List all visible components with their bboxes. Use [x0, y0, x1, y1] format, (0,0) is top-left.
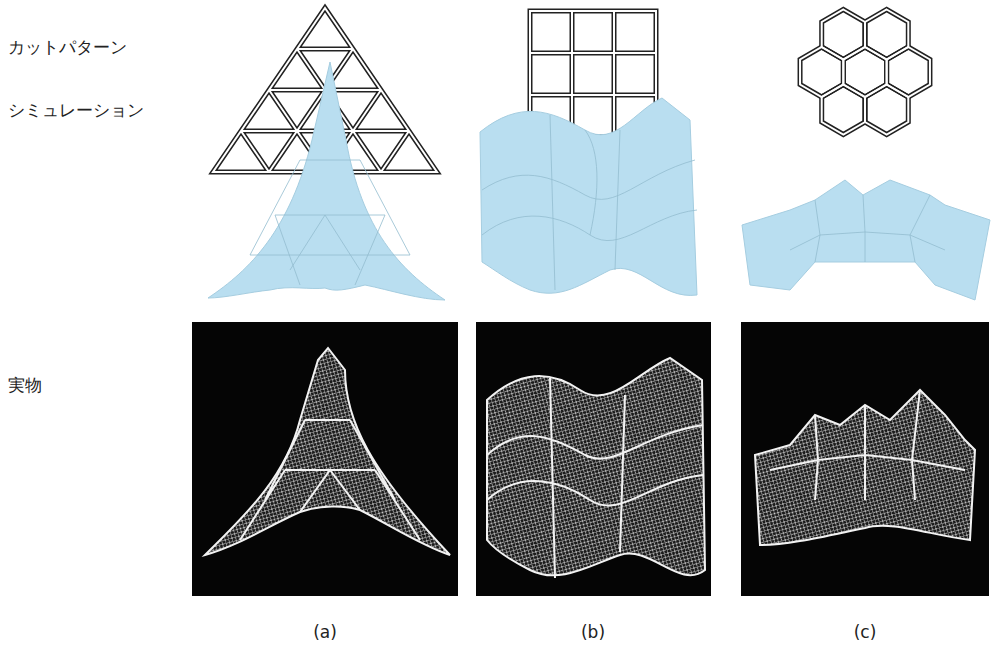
row-label: シミュレーション: [8, 100, 144, 120]
row-label: 実物: [8, 375, 42, 395]
photo-a: [192, 322, 458, 596]
photo-c: [741, 322, 989, 596]
hexagon-cut-pattern: [800, 10, 930, 135]
simulation-surface-b: [480, 98, 697, 295]
panel-label: (b): [581, 622, 605, 642]
simulation-surface-c: [742, 180, 990, 300]
photo-b: [476, 322, 711, 596]
row-label: カットパターン: [8, 37, 127, 57]
simulation-surface-a: [208, 62, 445, 300]
panel-label: (a): [313, 622, 337, 642]
panel-label: (c): [854, 622, 877, 642]
